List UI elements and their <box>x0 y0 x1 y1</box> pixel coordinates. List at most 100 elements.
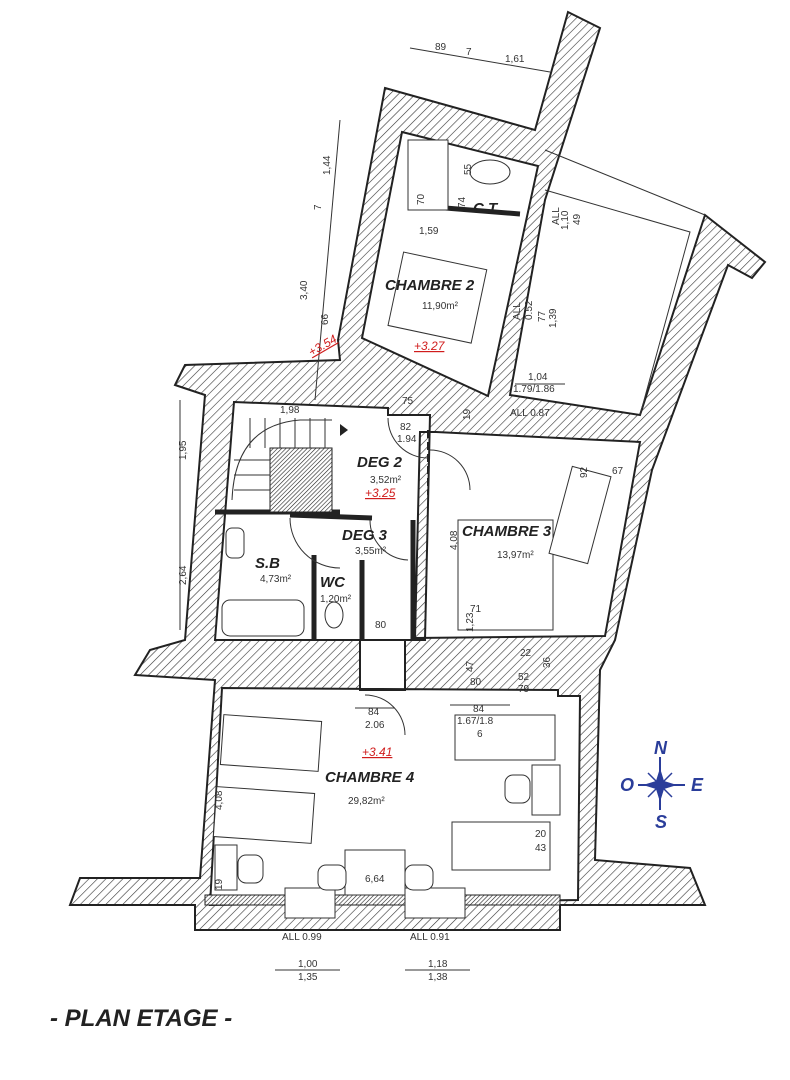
stair-void <box>269 447 333 513</box>
wardrobe-chambre3 <box>548 465 612 565</box>
compass-north: N <box>654 738 668 758</box>
dimension-label: 4,08 <box>449 530 460 550</box>
level-mark: +3.41 <box>362 745 392 759</box>
plan-title: - PLAN ETAGE - <box>50 1005 232 1032</box>
room-name: S.B <box>255 555 280 572</box>
dimension-label: 3,40 <box>299 280 310 300</box>
dimension-label: 66 <box>320 313 331 325</box>
bed-chambre2 <box>387 251 488 344</box>
room-area: 1,20m² <box>320 594 352 605</box>
dimension-label: 75 <box>402 396 414 407</box>
chair-2 <box>404 864 434 891</box>
dimension-label: 1,61 <box>505 54 525 65</box>
desk-center <box>344 849 406 896</box>
door-chambre3[interactable] <box>429 449 471 491</box>
dimension-label: 43 <box>535 843 547 854</box>
dimension-label: 80 <box>375 620 387 631</box>
dimension-lines <box>179 47 565 971</box>
dimension-label: ALL <box>551 207 562 225</box>
dimension-label: 71 <box>470 604 482 615</box>
dimension-label: 36 <box>542 656 553 668</box>
dimension-label: ALL 0.91 <box>410 932 450 943</box>
dimension-label: 92 <box>579 466 590 478</box>
dimension-label: 1,35 <box>298 972 318 983</box>
door-sb[interactable] <box>289 517 341 569</box>
dimension-label: 80 <box>470 677 482 688</box>
window-sill <box>204 894 561 906</box>
dimension-label: 6,64 <box>365 874 385 885</box>
desk-left <box>214 844 238 891</box>
dimension-label: 6 <box>477 729 483 740</box>
dimension-label: 82 <box>400 422 412 433</box>
dimension-label: 19 <box>462 408 473 420</box>
dimension-label: 1,98 <box>280 405 300 416</box>
bed-2 <box>212 786 316 844</box>
dimension-label: 1,10 <box>560 210 571 230</box>
dimension-label: 1,95 <box>178 440 189 460</box>
dimension-label: 7 <box>313 204 324 210</box>
dimension-label: 1.67/1.8 <box>457 716 494 727</box>
dimension-label: 7 <box>466 47 472 58</box>
room-name: CHAMBRE 2 <box>385 277 475 294</box>
level-mark: +3.25 <box>365 486 396 500</box>
dimension-label: 70 <box>416 193 427 205</box>
dimension-label: 84 <box>368 707 380 718</box>
partition-deg3-top <box>289 512 373 521</box>
dimension-label: 55 <box>463 163 474 175</box>
chair-1 <box>317 864 347 891</box>
compass-west: O <box>620 775 634 795</box>
bathtub <box>221 599 305 637</box>
washbasin <box>225 527 245 559</box>
dimension-label: 1.94 <box>397 434 417 445</box>
annex-outline-2 <box>544 189 691 416</box>
room-name: CHAMBRE 4 <box>325 769 415 786</box>
chair-4 <box>237 854 264 884</box>
desk-right <box>531 764 561 816</box>
window-1[interactable] <box>284 887 336 919</box>
compass-east: E <box>691 775 704 795</box>
dimension-label: 1,38 <box>428 972 448 983</box>
dimension-label: 0.52 <box>524 300 535 320</box>
dimension-label: 52 <box>518 672 530 683</box>
dimension-label: 1,44 <box>322 155 333 175</box>
bed-4 <box>451 821 551 871</box>
dimension-label: 1,39 <box>548 308 559 328</box>
shower <box>407 139 449 211</box>
room-name: DEG 2 <box>357 454 403 471</box>
dimension-labels: 89 7 1,61 1,44 7 3,40 66 70 74 55 1,59 A… <box>178 42 624 983</box>
room-name: WC <box>320 574 346 591</box>
dimension-label: 19 <box>214 878 225 890</box>
room-area: 11,90m² <box>422 301 459 312</box>
dimension-label: 1,00 <box>298 959 318 970</box>
dimension-label: 89 <box>435 42 447 53</box>
room-area: 3,55m² <box>355 546 387 557</box>
door-deg2[interactable] <box>387 417 429 459</box>
room-area: 29,82m² <box>348 796 385 807</box>
dimension-label: ALL 0.87 <box>510 408 550 419</box>
room-name: CHAMBRE 3 <box>462 523 552 540</box>
room-area: 3,52m² <box>370 475 402 486</box>
bed-chambre3 <box>457 519 554 631</box>
dimension-label: 2.06 <box>365 720 385 731</box>
door-chambre4[interactable] <box>364 694 406 736</box>
stair[interactable] <box>231 418 332 501</box>
dimension-label: 47 <box>465 660 476 672</box>
dimension-label: 22 <box>520 648 532 659</box>
dimension-label: 49 <box>572 213 583 225</box>
dimension-label: 20 <box>535 829 547 840</box>
dimension-label: ALL <box>512 302 523 320</box>
dimension-label: 1.79/1.86 <box>513 384 555 395</box>
level-mark-landing: +3.54 <box>306 332 340 359</box>
room-area: 4,73m² <box>260 574 292 585</box>
bed-1 <box>219 714 323 772</box>
toilet-wc <box>324 601 344 629</box>
room-area: 13,97m² <box>497 550 534 561</box>
chair-3 <box>504 774 531 804</box>
window-2[interactable] <box>404 887 466 919</box>
room-name: DEG 3 <box>342 527 388 544</box>
dimension-label: 79 <box>518 684 530 695</box>
door-deg3[interactable] <box>369 519 409 561</box>
level-mark: +3.27 <box>414 339 446 353</box>
dimension-label: 1,59 <box>419 226 439 237</box>
dimension-label: 1,23 <box>465 612 476 632</box>
